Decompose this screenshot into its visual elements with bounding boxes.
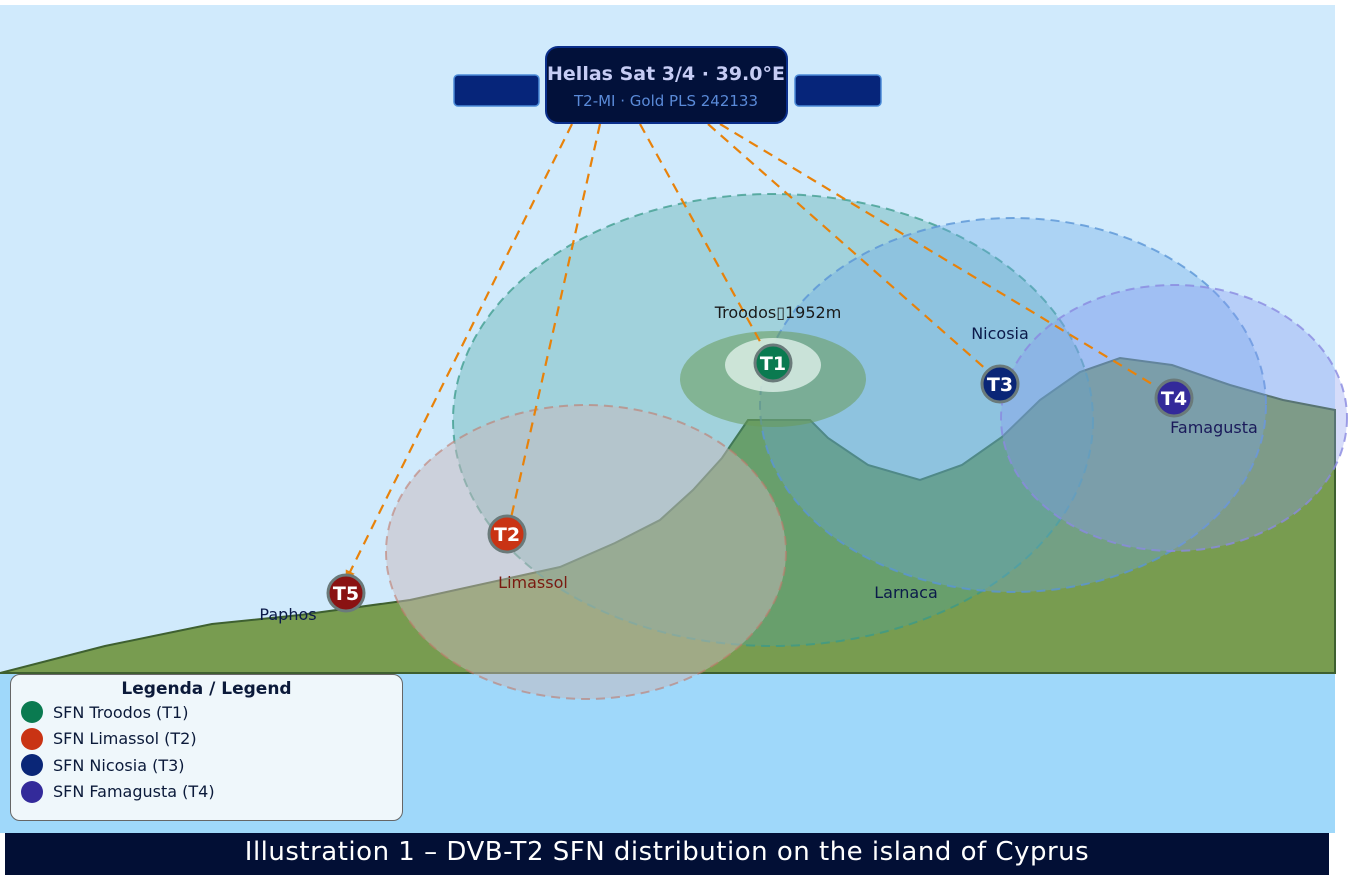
solar-panel-right bbox=[794, 74, 882, 107]
transmitter-t5[interactable]: T5 bbox=[326, 573, 366, 613]
legend-item-label: SFN Famagusta (T4) bbox=[53, 782, 215, 802]
transmitter-t1[interactable]: T1 bbox=[753, 343, 793, 383]
legend-item-label: SFN Troodos (T1) bbox=[53, 702, 189, 722]
legend-item: SFN Limassol (T2) bbox=[11, 726, 402, 753]
transmitter-t2-marker[interactable] bbox=[487, 514, 527, 554]
solar-panel-left bbox=[453, 74, 540, 107]
transmitter-t3[interactable]: T3 bbox=[980, 364, 1020, 404]
legend-item: SFN Nicosia (T3) bbox=[11, 752, 402, 779]
legend-dot-t3 bbox=[21, 754, 43, 777]
label-larnaca: Larnaca bbox=[874, 583, 938, 602]
transmitter-t4-marker[interactable] bbox=[1154, 378, 1194, 418]
transmitter-t3-marker[interactable] bbox=[980, 364, 1020, 404]
coverage-area-t4 bbox=[1000, 284, 1348, 552]
figure-caption: Illustration 1 – DVB-T2 SFN distribution… bbox=[5, 833, 1329, 875]
transmitter-t4-id: T4 bbox=[1161, 388, 1187, 410]
transmitter-t2[interactable]: T2 bbox=[487, 514, 527, 554]
transmitter-t4[interactable]: T4 bbox=[1154, 378, 1194, 418]
legend-title: Legenda / Legend bbox=[121, 679, 292, 699]
label-famagusta: Famagusta bbox=[1170, 418, 1258, 437]
legend-item: SFN Troodos (T1) bbox=[11, 699, 402, 726]
legend-item: SFN Famagusta (T4) bbox=[11, 779, 402, 806]
legend-dot-t4 bbox=[21, 780, 43, 803]
transmitter-t1-id: T1 bbox=[760, 353, 786, 375]
label-paphos: Paphos bbox=[259, 605, 316, 624]
satellite-body bbox=[545, 46, 788, 124]
coverage-area-t2 bbox=[385, 404, 787, 700]
transmitter-t5-marker[interactable] bbox=[326, 573, 366, 613]
link-t3 bbox=[707, 123, 989, 372]
legend: Legenda / Legend SFN Troodos (T1) SFN Li… bbox=[10, 674, 403, 821]
satellite-name: Hellas Sat 3/4 · 39.0°E bbox=[547, 63, 785, 85]
satellite: Hellas Sat 3/4 · 39.0°E T2-MI · Gold PLS… bbox=[453, 46, 882, 124]
label-nicosia: Nicosia bbox=[971, 324, 1029, 343]
satellite-links bbox=[345, 123, 1158, 581]
legend-item-label: SFN Limassol (T2) bbox=[53, 729, 197, 749]
link-t4 bbox=[719, 123, 1158, 388]
link-t1 bbox=[639, 123, 763, 346]
label-limassol: Limassol bbox=[498, 573, 568, 592]
transmitter-t1-marker[interactable] bbox=[753, 343, 793, 383]
legend-item-label: SFN Nicosia (T3) bbox=[53, 755, 185, 775]
legend-dot-t2 bbox=[21, 727, 43, 750]
transmitter-t5-id: T5 bbox=[333, 583, 359, 605]
satellite-subtitle: T2-MI · Gold PLS 242133 bbox=[573, 92, 758, 110]
transmitter-t3-id: T3 bbox=[987, 374, 1013, 396]
label-troodos: Troodos▯1952m bbox=[714, 303, 842, 322]
legend-dot-t1 bbox=[21, 701, 43, 724]
transmitter-t2-id: T2 bbox=[494, 524, 520, 546]
